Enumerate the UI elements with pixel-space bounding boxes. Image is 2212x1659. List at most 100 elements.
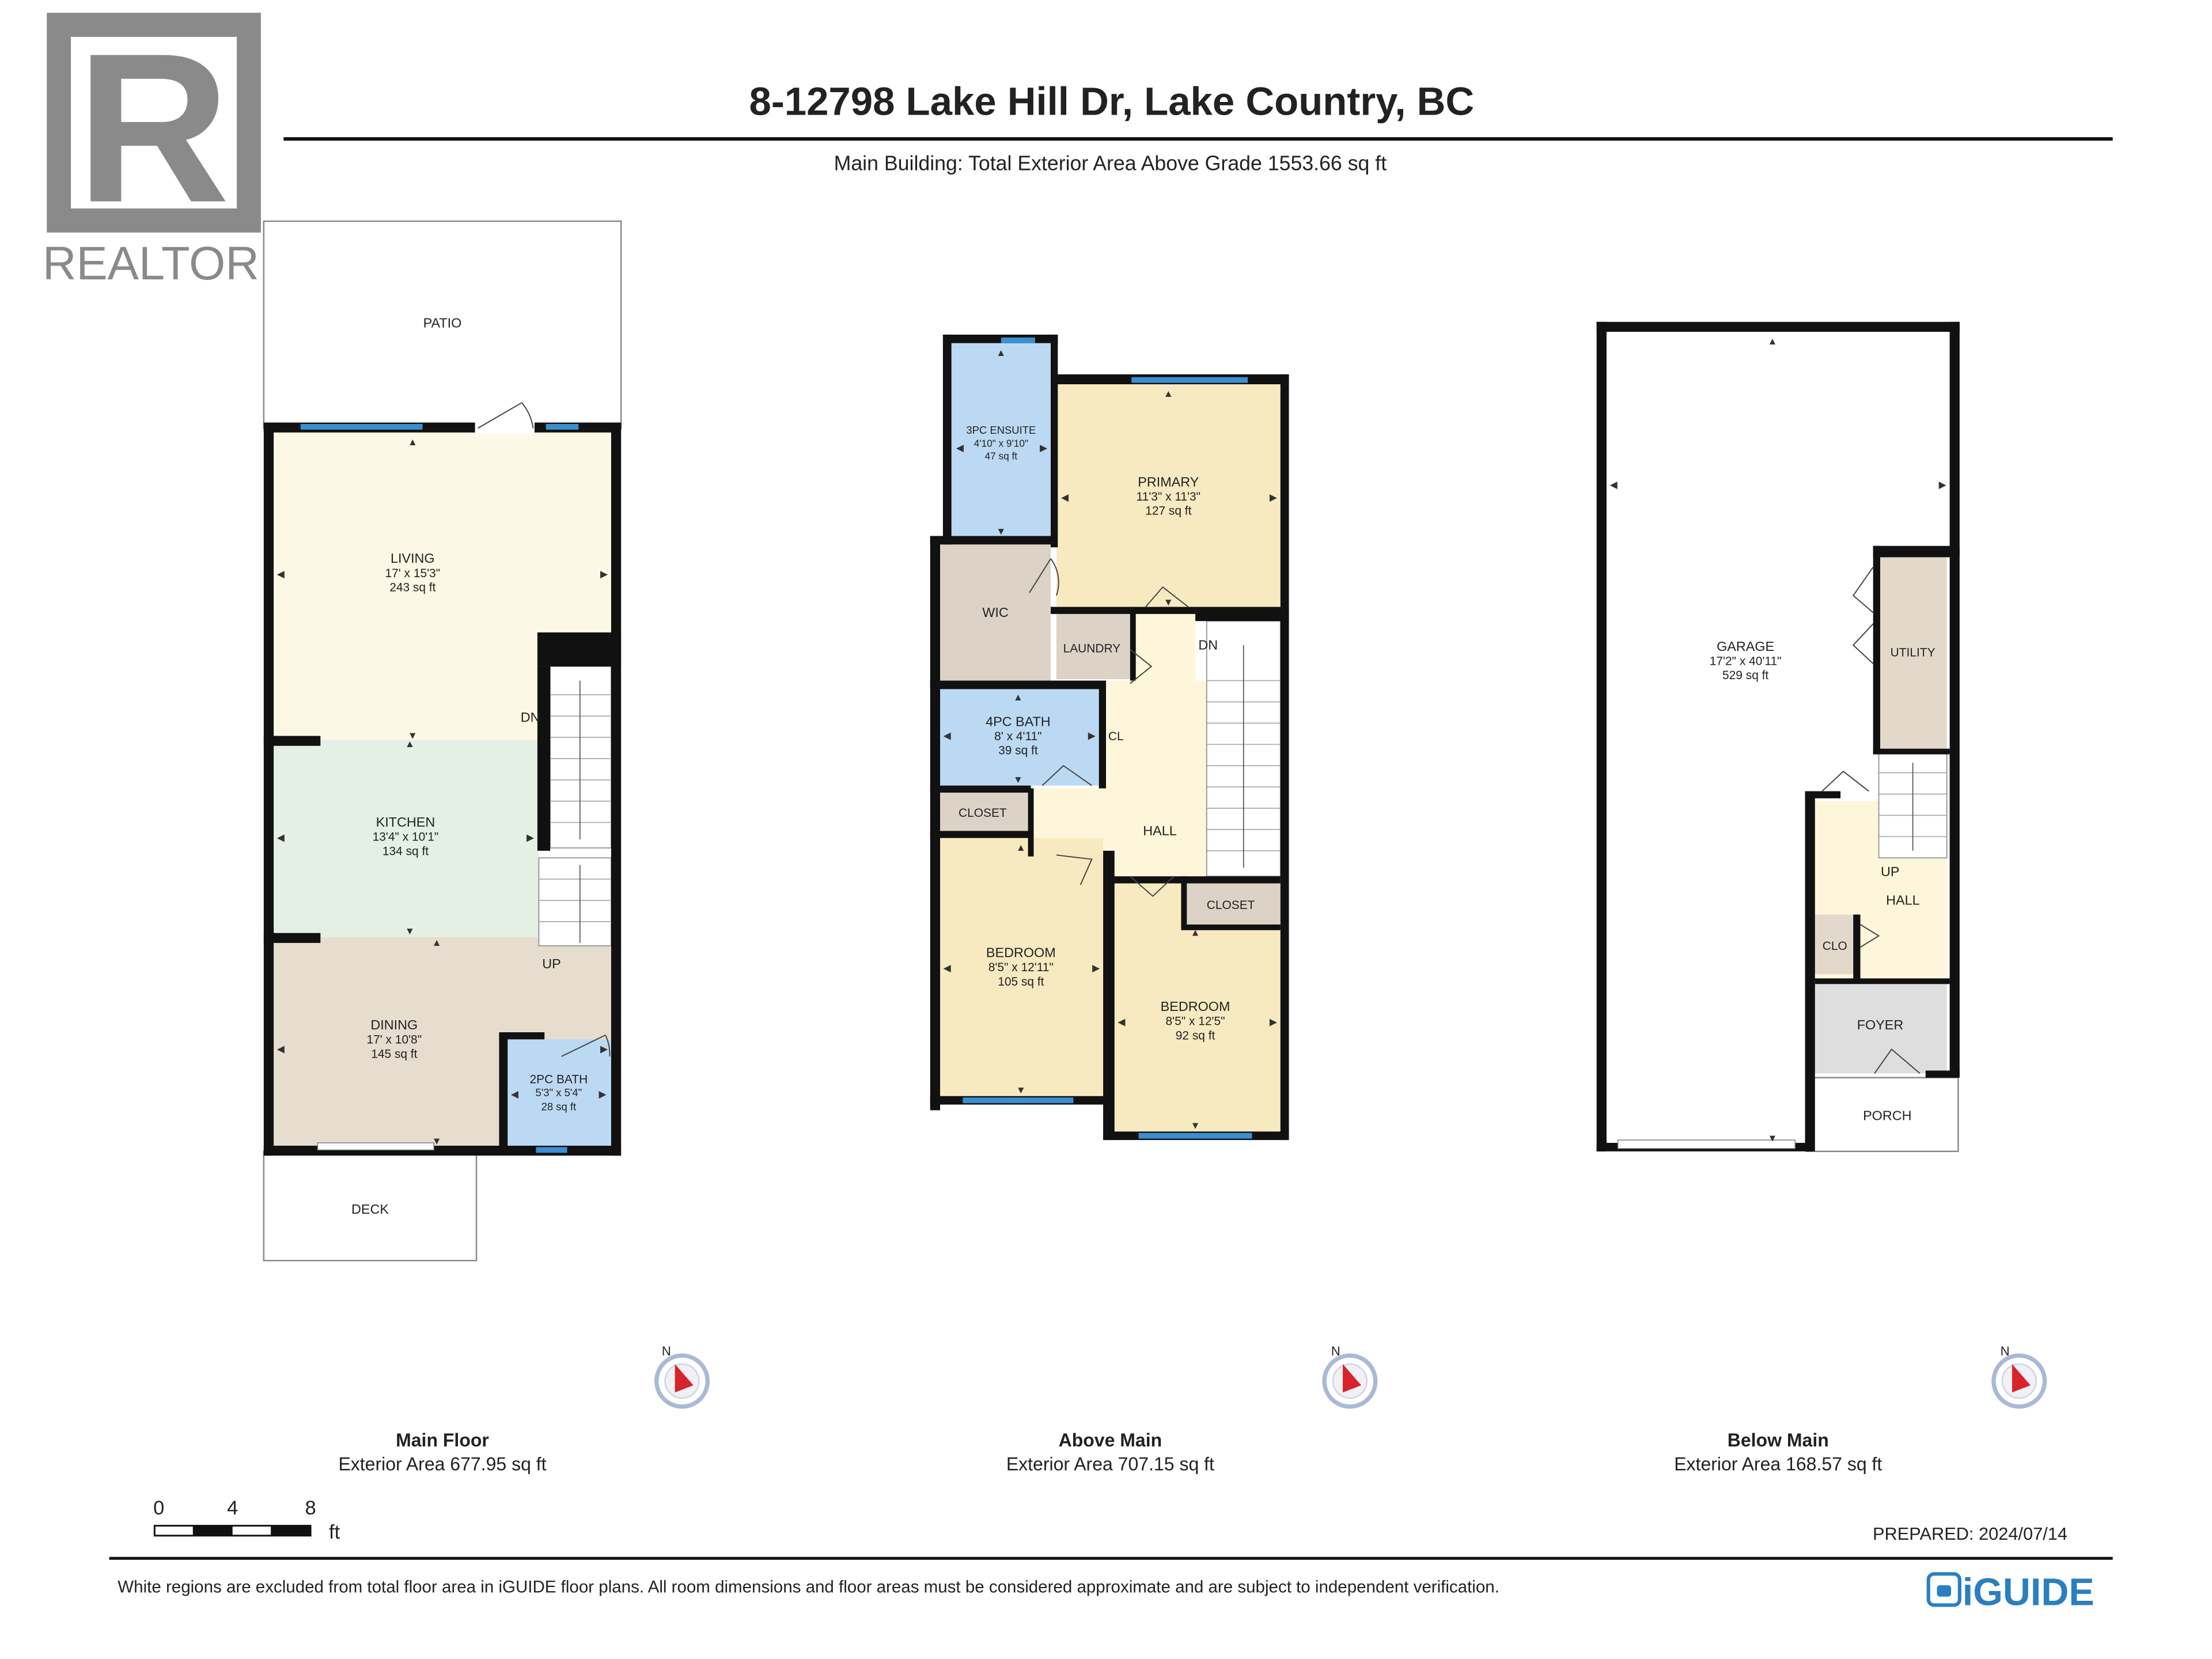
laundry-fill xyxy=(1056,613,1130,680)
bath-2pc-area: 28 sq ft xyxy=(541,1100,577,1112)
bath-4pc-label: 4PC BATH xyxy=(986,714,1051,729)
svg-text:◀: ◀ xyxy=(1061,491,1069,503)
door-swing xyxy=(1860,924,1880,948)
ensuite-fill xyxy=(951,343,1051,537)
scale-bar: 0 4 8 ft xyxy=(153,1497,340,1543)
laundry-label: LAUNDRY xyxy=(1063,642,1121,655)
compass-needle-icon xyxy=(2012,1364,2031,1393)
bedroom-label: BEDROOM xyxy=(986,945,1056,960)
stairs-up xyxy=(538,857,612,946)
patio-door-swing xyxy=(478,402,534,429)
primary-fill xyxy=(1056,384,1281,608)
cl-label: CL xyxy=(1108,730,1124,743)
svg-text:▶: ▶ xyxy=(1092,962,1100,974)
svg-text:▶: ▶ xyxy=(1040,442,1048,453)
scale-bar-segment xyxy=(192,1525,233,1536)
main-floor-plan: PATIO DECK xyxy=(263,220,622,1262)
stair-treads-down xyxy=(550,680,611,840)
door-swing xyxy=(1852,623,1874,664)
porch-area xyxy=(1805,1077,1959,1153)
svg-text:▶: ▶ xyxy=(600,568,608,579)
svg-text:▶: ▶ xyxy=(599,1088,607,1100)
below-main-area: Exterior Area 168.57 sq ft xyxy=(1674,1454,1882,1475)
realtor-logo-inner xyxy=(71,37,237,209)
main-floor-walls xyxy=(263,422,622,1156)
dimension-markers: ▲▼ ◀▶ ▲▼ ◀▶ ▲▼ ◀▶ ◀▶ xyxy=(277,436,608,1147)
svg-text:▶: ▶ xyxy=(1088,729,1096,741)
living-room-label: LIVING xyxy=(391,551,435,566)
svg-text:◀: ◀ xyxy=(1610,479,1618,490)
closet-label: CLOSET xyxy=(959,806,1007,820)
primary-area: 127 sq ft xyxy=(1145,505,1191,518)
scale-label-4: 4 xyxy=(227,1497,238,1519)
svg-text:◀: ◀ xyxy=(956,442,964,453)
page-subtitle: Main Building: Total Exterior Area Above… xyxy=(834,151,1387,175)
bath-door-swing xyxy=(561,1035,611,1057)
kitchen-area: 134 sq ft xyxy=(382,844,429,858)
bedroom-area: 92 sq ft xyxy=(1176,1029,1215,1042)
door-swing xyxy=(1130,876,1175,897)
main-floor-caption: Main Floor xyxy=(396,1430,489,1450)
kitchen-fill xyxy=(272,740,539,938)
svg-text:◀: ◀ xyxy=(944,729,952,741)
door-swing xyxy=(1029,558,1059,596)
iguide-logo: iGUIDE xyxy=(1926,1571,2094,1613)
svg-text:◀: ◀ xyxy=(277,832,285,843)
wic-label: WIC xyxy=(982,605,1008,620)
below-main-walls xyxy=(1596,321,1960,1152)
svg-text:▶: ▶ xyxy=(1270,491,1278,503)
bath-4pc-fill xyxy=(940,689,1099,786)
kitchen-dims: 13'4" x 10'1" xyxy=(373,831,439,844)
compass-north-label: N xyxy=(1331,1344,1340,1358)
below-main-caption: Below Main xyxy=(1728,1430,1829,1450)
clo-label: CLO xyxy=(1823,940,1847,953)
svg-text:▼: ▼ xyxy=(408,729,418,741)
bedroom-label: BEDROOM xyxy=(1161,999,1230,1014)
realtor-logo: R REALTOR ® xyxy=(43,10,278,290)
svg-text:▲: ▲ xyxy=(1767,335,1777,347)
deck-area xyxy=(263,1150,478,1262)
scale-unit: ft xyxy=(329,1521,340,1543)
bath-2pc-dims: 5'3" x 5'4" xyxy=(536,1086,582,1099)
svg-text:▼: ▼ xyxy=(432,1135,442,1146)
stairs-down-label: DN xyxy=(521,710,540,725)
compass-needle-icon xyxy=(675,1364,694,1393)
svg-text:◀: ◀ xyxy=(277,568,285,579)
ensuite-dims: 4'10" x 9'10" xyxy=(974,437,1028,449)
svg-text:▼: ▼ xyxy=(1767,1132,1777,1144)
compass-needle-icon xyxy=(1343,1364,1362,1393)
svg-text:▲: ▲ xyxy=(1191,927,1200,938)
iguide-logo-icon xyxy=(1926,1572,1961,1607)
iguide-wordmark: iGUIDE xyxy=(1963,1571,2094,1613)
stair-treads xyxy=(1878,763,1947,851)
door-swing xyxy=(1145,586,1189,608)
scale-bar-segment xyxy=(271,1525,311,1536)
primary-label: PRIMARY xyxy=(1138,474,1199,489)
scale-label-8: 8 xyxy=(305,1497,316,1519)
svg-text:▼: ▼ xyxy=(405,925,415,937)
primary-dims: 11'3" x 11'3" xyxy=(1137,490,1201,503)
stairs-down-label: DN xyxy=(1198,637,1218,652)
stair-treads-up xyxy=(539,865,611,943)
svg-text:▲: ▲ xyxy=(408,436,418,448)
svg-text:▼: ▼ xyxy=(1191,1119,1200,1131)
ensuite-area: 47 sq ft xyxy=(985,450,1018,462)
ensuite-label: 3PC ENSUITE xyxy=(966,424,1036,436)
door-swing xyxy=(1130,649,1153,684)
svg-text:▲: ▲ xyxy=(432,937,442,948)
closet1-fill xyxy=(940,793,1028,832)
compass-below: N xyxy=(1991,1344,2047,1409)
svg-text:▶: ▶ xyxy=(1270,1016,1278,1028)
dining-dims: 17' x 10'8" xyxy=(367,1033,422,1047)
svg-text:◀: ◀ xyxy=(1118,1016,1126,1028)
main-floor-area: Exterior Area 677.95 sq ft xyxy=(338,1454,546,1475)
garage-label: GARAGE xyxy=(1717,639,1774,654)
utility-fill xyxy=(1880,557,1947,749)
bath-4pc-dims: 8' x 4'11" xyxy=(994,730,1041,743)
deck-label: DECK xyxy=(351,1202,389,1217)
wic-fill xyxy=(940,544,1051,681)
prepared-date: PREPARED: 2024/07/14 xyxy=(1873,1524,2067,1544)
door-swing xyxy=(1041,764,1092,786)
bedroom-dims: 8'5" x 12'5" xyxy=(1166,1015,1225,1028)
garage-door xyxy=(1617,1139,1796,1149)
